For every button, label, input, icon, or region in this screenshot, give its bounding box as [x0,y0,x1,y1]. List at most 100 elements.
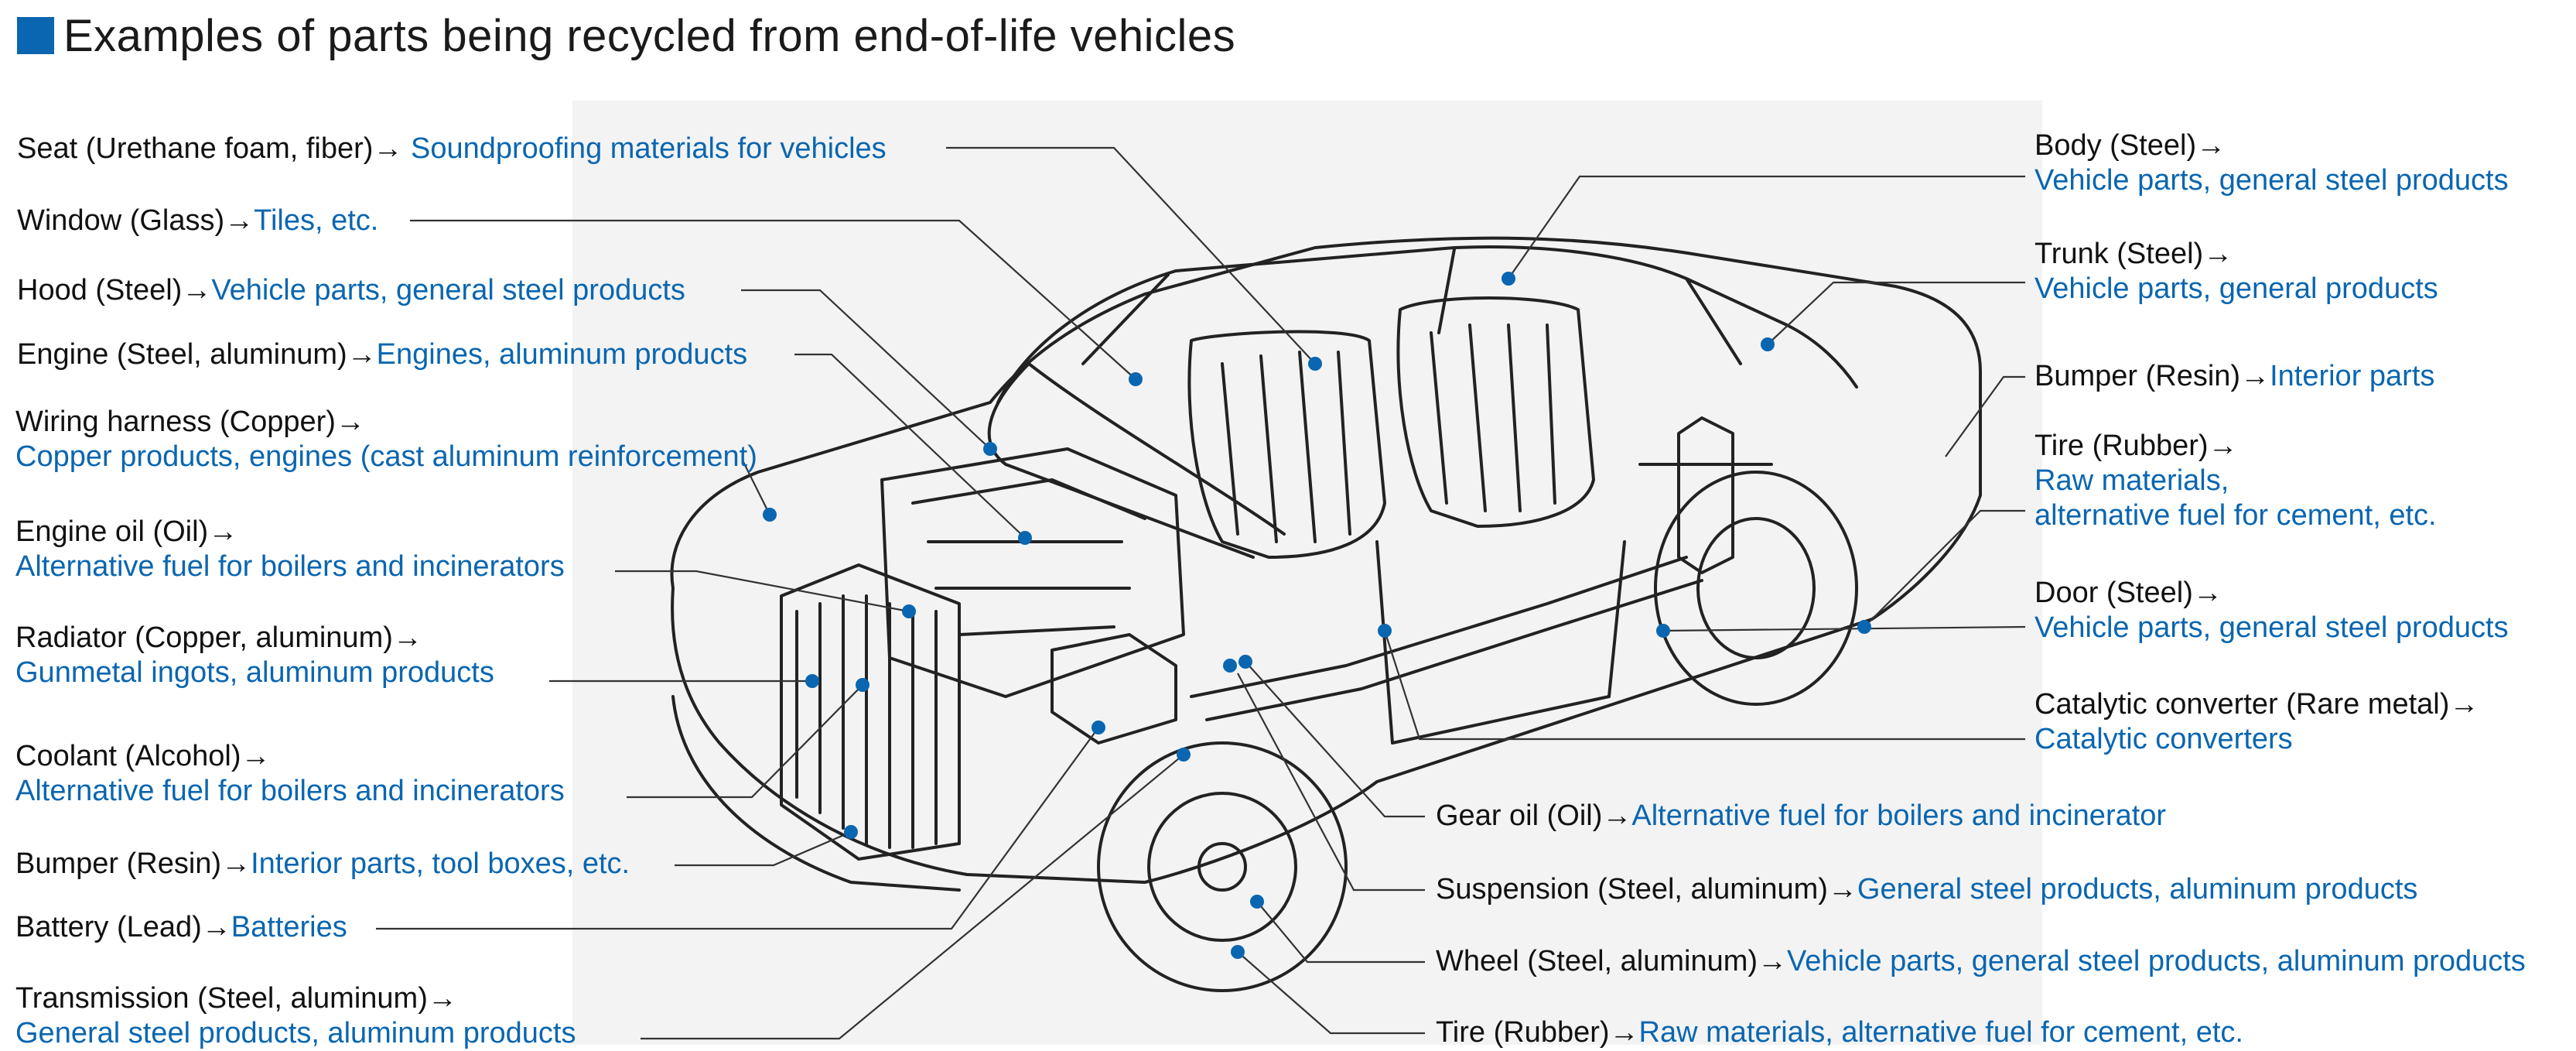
recycled-use: General steel products, aluminum product… [15,1017,576,1049]
marker-seat [1308,357,1322,371]
marker-suspension [1223,659,1237,673]
label-trunk: Trunk (Steel)→ Vehicle parts, general pr… [2034,237,2438,306]
recycled-use: Interior parts [2270,360,2435,392]
leader-body [1508,175,2025,279]
label-catalytic-converter: Catalytic converter (Rare metal)→ Cataly… [2034,687,2479,757]
label-bumper-left: Bumper (Resin)→Interior parts, tool boxe… [15,847,630,882]
recycled-use: Catalytic converters [2034,723,2293,755]
recycled-use: Vehicle parts, general steel products, a… [1787,945,2526,977]
part-material: Body (Steel)→ [2034,129,2226,162]
page-title: Examples of parts being recycled from en… [63,10,1236,61]
recycled-use: Copper products, engines (cast aluminum … [15,440,757,473]
part-material: Radiator (Copper, aluminum)→ [15,621,422,654]
car-body-outline [670,236,1982,884]
front-seat-outline [1187,330,1386,559]
part-material: Catalytic converter (Rare metal)→ [2034,688,2479,721]
marker-bumper-left [844,825,858,839]
label-seat: Seat (Urethane foam, fiber)→ Soundproofi… [17,132,887,166]
part-material: Trunk (Steel)→ [2034,238,2233,270]
front-wheel-outline [1097,741,1348,992]
marker-catalytic [1378,624,1392,638]
front-bumper-outline [671,695,961,892]
label-door: Door (Steel)→ Vehicle parts, general ste… [2034,576,2509,645]
marker-tire-right [1857,620,1871,634]
label-radiator: Radiator (Copper, aluminum)→ Gunmetal in… [15,621,494,690]
marker-door [1656,624,1670,638]
leader-catalytic [1383,630,2025,741]
leader-suspension [1237,673,1425,892]
leader-window [410,219,1136,380]
part-material: Seat (Urethane foam, fiber)→ [17,132,411,165]
label-coolant: Coolant (Alcohol)→ Alternative fuel for … [15,739,565,809]
part-material: Suspension (Steel, aluminum)→ [1436,873,1857,906]
car-roof-outline [996,245,1858,404]
part-material: Gear oil (Oil)→ [1436,799,1632,832]
marker-trunk [1761,337,1775,351]
part-material: Engine (Steel, aluminum)→ [17,338,377,371]
marker-transmission [1177,748,1191,762]
radiator-outline [780,563,961,861]
recycled-use: Gunmetal ingots, aluminum products [15,656,494,689]
recycled-use: Interior parts, tool boxes, etc. [251,847,630,880]
recycled-use: Vehicle parts, general steel products [2034,611,2509,644]
part-material: Wiring harness (Copper)→ [15,406,365,438]
marker-gear-oil [1238,655,1252,669]
marker-battery [1092,721,1105,734]
title-row: Examples of parts being recycled from en… [17,6,1235,65]
hood-outline [987,362,1286,559]
marker-radiator-1 [805,674,819,688]
label-wiring-harness: Wiring harness (Copper)→ Copper products… [15,405,757,474]
leader-tire-right [1864,509,2025,628]
label-tire-right: Tire (Rubber)→ Raw materials, alternativ… [2034,429,2437,533]
leader-trunk [1767,281,2025,345]
part-material: Hood (Steel)→ [17,274,212,306]
recycled-use: Engines, aluminum products [376,338,748,371]
recycled-use: Vehicle parts, general steel products [211,274,685,306]
rear-wheel-outline [1654,471,1858,706]
part-material: Door (Steel)→ [2034,577,2222,609]
battery-outline [1051,633,1177,745]
label-hood: Hood (Steel)→Vehicle parts, general stee… [17,273,685,308]
leader-transmission [641,754,1184,1040]
leader-engine [794,353,1026,539]
leader-wiring [742,460,770,515]
recycled-use: Alternative fuel for boilers and inciner… [15,775,565,807]
label-battery: Battery (Lead)→Batteries [15,910,347,945]
drivetrain-outline [1190,556,1703,721]
recycled-use: Raw materials, [2034,464,2229,497]
part-material: Window (Glass)→ [17,204,255,237]
recycled-use: Alternative fuel for boilers and inciner… [15,550,565,583]
leader-tire-bottom [1237,951,1425,1035]
label-wheel: Wheel (Steel, aluminum)→Vehicle parts, g… [1436,944,2526,979]
marker-engine-oil [902,604,916,618]
label-gear-oil: Gear oil (Oil)→Alternative fuel for boil… [1436,799,2166,834]
diagram-background [572,101,2042,1045]
marker-engine [1018,531,1032,545]
recycled-use: Raw materials, alternative fuel for ceme… [1638,1016,2243,1049]
rear-seat-outline [1396,296,1595,528]
marker-wiring [763,508,777,522]
recycled-use-continued: alternative fuel for cement, etc. [2034,499,2437,532]
part-material: Transmission (Steel, aluminum)→ [15,982,457,1015]
leader-bumper-left [675,830,852,867]
recycled-use: Soundproofing materials for vehicles [411,132,887,165]
label-suspension: Suspension (Steel, aluminum)→General ste… [1436,872,2417,907]
leader-door [1662,625,2026,632]
recycled-use: Vehicle parts, general steel products [2034,164,2509,197]
label-bumper-right: Bumper (Resin)→Interior parts [2034,359,2434,394]
label-tire-bottom: Tire (Rubber)→Raw materials, alternative… [1436,1015,2243,1050]
part-material: Wheel (Steel, aluminum)→ [1436,945,1788,977]
leader-gear-oil [1245,661,1425,818]
title-marker-icon [17,17,54,54]
label-body: Body (Steel)→ Vehicle parts, general ste… [2034,128,2509,198]
label-engine-oil: Engine oil (Oil)→ Alternative fuel for b… [15,515,565,584]
part-material: Bumper (Resin)→ [15,847,251,880]
label-transmission: Transmission (Steel, aluminum)→ General … [15,981,576,1051]
part-material: Tire (Rubber)→ [2034,430,2238,462]
recycled-use: Vehicle parts, general products [2034,272,2438,305]
engine-block-outline [880,447,1185,698]
marker-body [1502,272,1515,286]
recycled-use: Tiles, etc. [254,204,379,237]
recycled-use: Alternative fuel for boilers and inciner… [1631,799,2167,832]
rear-suspension-outline [1638,416,1773,574]
